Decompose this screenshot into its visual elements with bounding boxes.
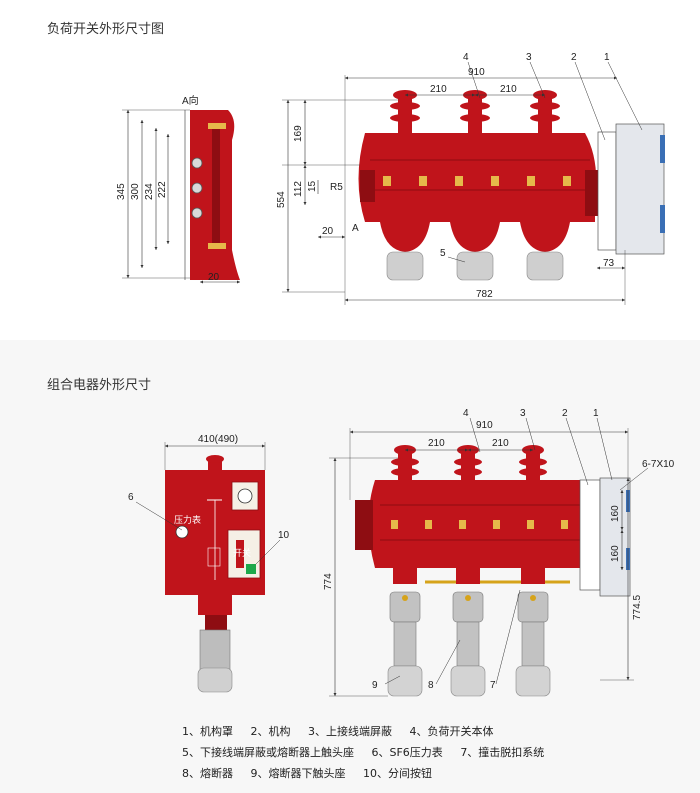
open-button[interactable] [246,564,256,574]
combined-body [368,480,585,568]
dim-112: 112 [293,181,304,197]
callout-2: 2 [571,52,577,63]
view-a-mark: A [352,223,359,234]
title-combined-unit: 组合电器外形尺寸 [47,378,152,393]
dim-160-top: 160 [610,505,621,522]
lower-shields [380,222,570,252]
callout-6: 6 [128,492,134,503]
callout-4: 4 [463,52,469,63]
dim-210-left: 210 [430,84,447,95]
switch-label: 开关 [233,547,251,558]
pressure-gauge [175,525,189,539]
combined-bushings [391,445,547,482]
view-a-label: A向 [182,94,199,107]
front-view-combined: 4 910 3 2 1 210 210 6-7X10 160 160 774 7… [323,408,675,697]
dim-410-490: 410(490) [198,434,238,445]
combined-mechanism-cover [599,477,631,597]
dim-15: 15 [307,180,318,192]
dim-222: 222 [157,181,168,198]
side-view: 345 300 234 222 20 A向 [116,94,240,284]
dim-774-5: 774.5 [632,595,643,620]
combined-callout-4: 4 [463,408,469,419]
dim-20: 20 [322,226,334,237]
combined-dim-210-right: 210 [492,438,509,449]
legend-item: 2、机构 [250,725,291,738]
legend-row-1: 1、机构罩 2、机构 3、上接线端屏蔽 4、负荷开关本体 [182,723,508,739]
callout-8: 8 [428,680,434,691]
load-switch-body [358,133,597,222]
legend-item: 8、熔断器 [182,767,233,780]
dim-r5: R5 [330,182,343,193]
legend-item: 10、分间按钮 [363,767,432,780]
title-load-switch: 负荷开关外形尺寸图 [47,22,165,37]
callout-9: 9 [372,680,378,691]
pressure-gauge-label: 压力表 [174,514,201,525]
callout-10: 10 [278,530,290,541]
dim-160-bottom: 160 [610,545,621,562]
dim-holes: 6-7X10 [642,459,675,470]
dim-300: 300 [130,183,141,200]
callout-5: 5 [440,248,446,259]
combined-dim-210-left: 210 [428,438,445,449]
fuses [387,568,551,697]
legend-item: 1、机构罩 [182,725,233,738]
top-bushings [390,90,560,133]
legend-item: 4、负荷开关本体 [409,725,494,738]
combined-dim-910: 910 [476,420,493,431]
dim-210-right: 210 [500,84,517,95]
dim-169: 169 [293,125,304,142]
callout-7: 7 [490,680,496,691]
combined-callout-3: 3 [520,408,526,419]
combined-callout-1: 1 [593,408,599,419]
dim-73: 73 [603,258,615,269]
legend-item: 3、上接线端屏蔽 [308,725,392,738]
legend-item: 6、SF6压力表 [371,746,443,759]
callout-1: 1 [604,52,610,63]
legend-item: 5、下接线端屏蔽或熔断器上触头座 [182,746,354,759]
legend-row-2: 5、下接线端屏蔽或熔断器上触头座 6、SF6压力表 7、撞击脱扣系统 [182,744,558,760]
dim-774: 774 [323,573,334,590]
lower-terminals [386,251,564,281]
legend-item: 7、撞击脱扣系统 [460,746,545,759]
dim-910: 910 [468,67,485,78]
mechanism-cover [615,123,665,255]
combined-side-view: 410(490) 6 10 压力表 开关 [128,434,290,693]
legend-row-3: 8、熔断器 9、熔断器下触头座 10、分间按钮 [182,765,446,781]
legend-item: 9、熔断器下触头座 [250,767,346,780]
dim-234: 234 [144,183,155,200]
front-view-load-switch: 910 210 210 4 3 2 1 554 169 112 15 R5 20… [276,52,665,305]
callout-3: 3 [526,52,532,63]
dim-side-20: 20 [208,272,220,283]
dim-782: 782 [476,289,493,300]
dim-554: 554 [276,191,287,208]
dim-345: 345 [116,183,127,200]
combined-callout-2: 2 [562,408,568,419]
